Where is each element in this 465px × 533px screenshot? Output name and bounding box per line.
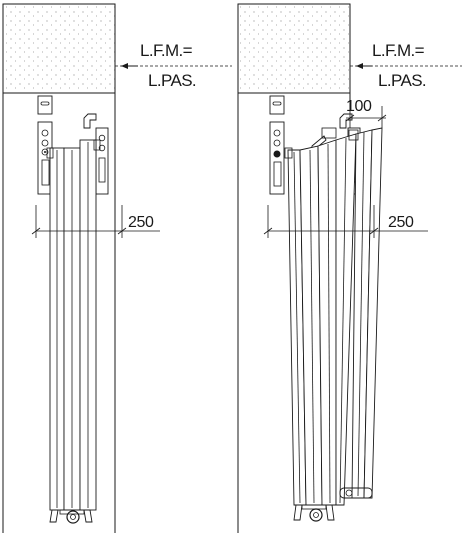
lpas-label-left: L.PAS. [148,71,196,90]
latch-top-right [339,113,353,129]
lpas-label-right: L.PAS. [378,71,426,90]
dimension-100-right [345,106,387,128]
dimension-250-label-right: 250 [388,214,414,231]
hinge-bracket-left-a [37,121,53,195]
hinge-bracket-left-b [95,127,109,195]
top-mount-right [269,95,285,115]
folded-leaves-left [46,139,101,511]
dimension-250-label-left: 250 [128,214,154,231]
hinge-bracket-right-a [269,121,285,195]
dimension-250-left [31,205,160,238]
top-mount-left [37,95,53,115]
dimension-100-label-right: 100 [346,98,372,115]
lfm-label-right: L.F.M.= [372,41,425,60]
wall-section-right [237,3,351,94]
wall-section-left [2,3,116,94]
dimension-250-right [263,205,428,238]
left-view: L.F.M.= L.PAS. [2,3,232,533]
bottom-hardware-right [293,504,335,522]
lfm-label-left: L.F.M.= [140,41,193,60]
latch-top-left [83,113,97,129]
right-view: L.F.M.= L.PAS. [237,3,462,533]
bottom-hardware-left [49,509,93,524]
fanned-leaves-right [284,127,383,506]
